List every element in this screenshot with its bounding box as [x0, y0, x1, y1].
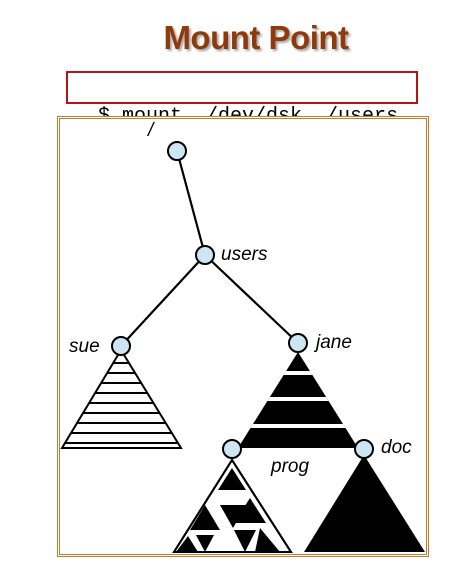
jane-node	[288, 333, 308, 353]
doc-label: doc	[381, 437, 412, 458]
users-node	[195, 245, 215, 265]
edge-users-sue	[120, 254, 206, 347]
doc-subtree-triangle	[304, 455, 425, 552]
slide-title: Mount Point	[163, 19, 349, 56]
tree-nodes	[111, 141, 374, 459]
prog-label: prog	[270, 456, 309, 477]
sue-node	[111, 336, 131, 356]
doc-node	[354, 439, 374, 459]
jane-label: jane	[313, 332, 352, 353]
edge-root-users	[175, 150, 207, 256]
root-label: /	[146, 120, 155, 141]
root-node	[167, 141, 187, 161]
sue-label: sue	[69, 336, 100, 357]
prog-node	[222, 439, 242, 459]
users-label: users	[221, 244, 268, 265]
edge-users-jane	[204, 254, 299, 344]
prog-subtree-triangle	[172, 458, 293, 553]
jane-subtree-triangle	[238, 352, 358, 448]
sue-subtree-triangle	[60, 348, 183, 449]
tree-edges	[120, 150, 299, 347]
